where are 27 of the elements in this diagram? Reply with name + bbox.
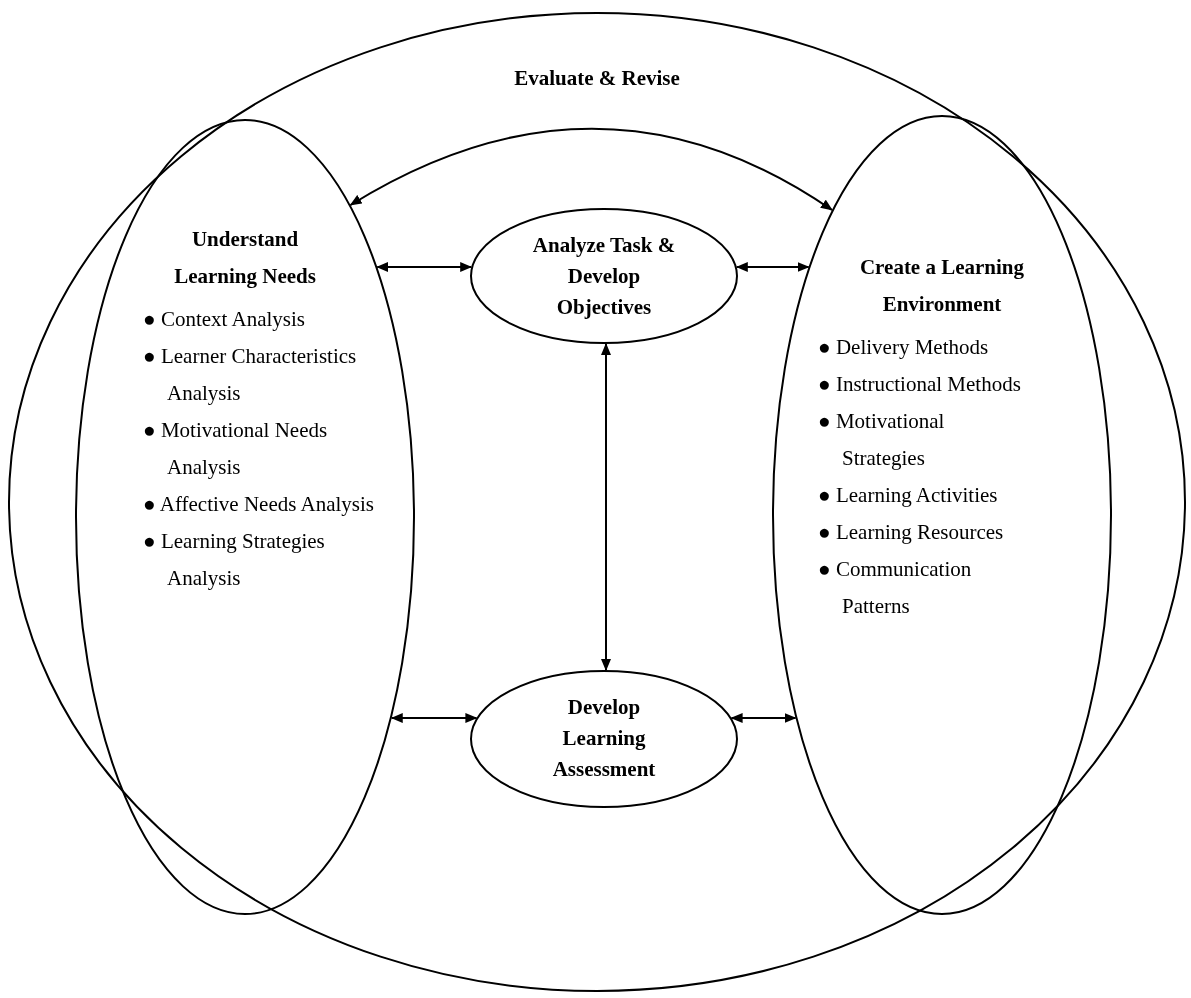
- double-arrow: [730, 713, 797, 723]
- ellipse-node: [772, 115, 1112, 915]
- double-arrow: [349, 127, 833, 211]
- node-heading: Create a Learning Environment: [858, 254, 1026, 318]
- node-heading: Develop Learning Assessment: [551, 694, 657, 783]
- double-arrow: [735, 262, 810, 272]
- ellipse-node: [8, 12, 1186, 992]
- ellipse-node: [470, 208, 738, 344]
- bullet-item: ● Communication Patterns: [818, 556, 973, 620]
- bullet-item: ● Learning Activities: [818, 482, 999, 509]
- ellipse-node: [470, 670, 738, 808]
- bullet-item: ● Learning Strategies Analysis: [143, 528, 326, 592]
- ellipse-node: [75, 119, 415, 915]
- bullet-item: ● Delivery Methods: [818, 334, 990, 361]
- bullet-item: ● Motivational Strategies: [818, 408, 946, 472]
- bullet-item: ● Learner Characteristics Analysis: [143, 343, 358, 407]
- double-arrow: [601, 343, 611, 671]
- bullet-item: ● Instructional Methods: [818, 371, 1022, 398]
- node-heading: Analyze Task & Develop Objectives: [531, 232, 677, 321]
- double-arrow: [376, 262, 473, 272]
- bullet-item: ● Motivational Needs Analysis: [143, 417, 329, 481]
- double-arrow: [390, 713, 478, 723]
- node-heading: Understand Learning Needs: [173, 226, 317, 290]
- bullet-item: ● Affective Needs Analysis: [143, 491, 375, 518]
- node-heading: Evaluate & Revise: [513, 65, 681, 92]
- bullet-item: ● Context Analysis: [143, 306, 307, 333]
- bullet-item: ● Learning Resources: [818, 519, 1005, 546]
